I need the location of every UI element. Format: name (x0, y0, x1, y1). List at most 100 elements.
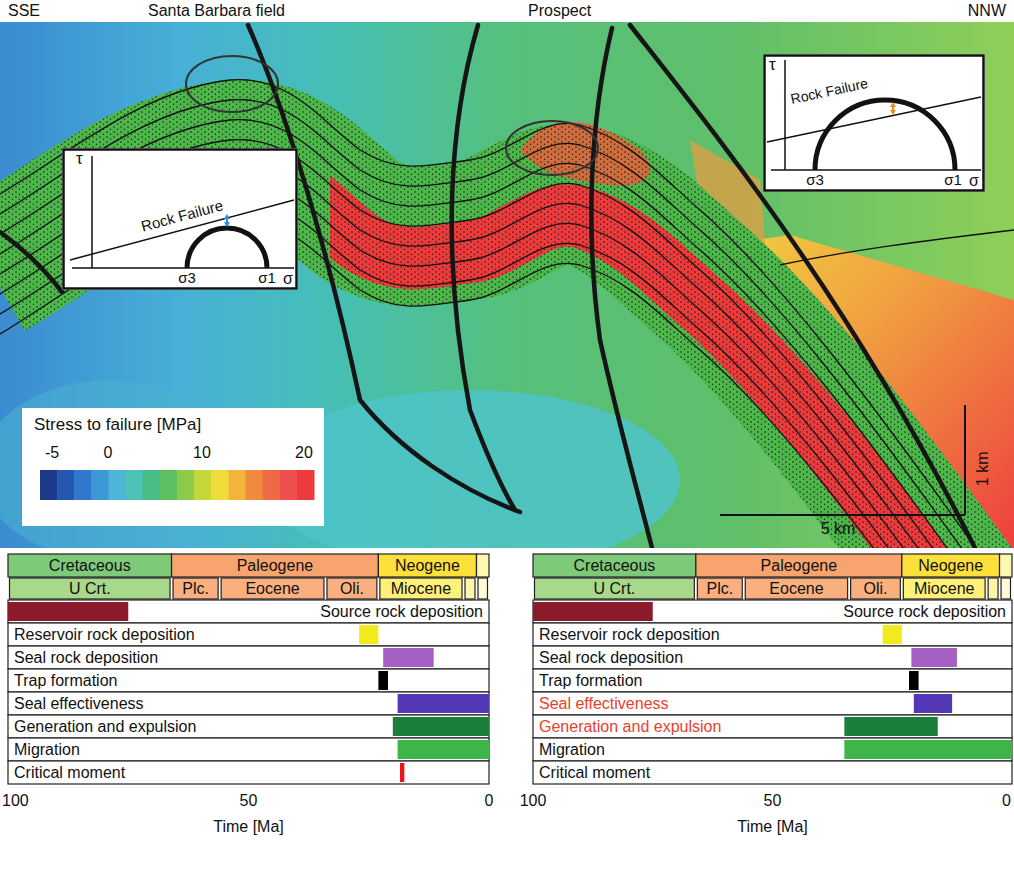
event-bar (911, 648, 957, 667)
event-name: Seal rock deposition (539, 649, 683, 667)
event-row (8, 600, 489, 623)
event-row (8, 715, 489, 738)
axis-label: σ (969, 172, 979, 190)
epoch-name: Eocene (769, 580, 823, 598)
epoch-name: Plc. (706, 580, 733, 598)
epoch-name: Oli. (863, 580, 887, 598)
axis-title: Time [Ma] (213, 818, 284, 836)
event-row (8, 623, 489, 646)
period-cell (172, 554, 379, 577)
scale-bar (720, 405, 965, 515)
period-cell (8, 554, 172, 577)
colorbar-segment (177, 470, 195, 500)
event-name: Reservoir rock deposition (539, 626, 720, 644)
epoch-name: Miocene (914, 580, 974, 598)
event-bar (914, 694, 952, 713)
event-row (8, 738, 489, 761)
colorbar-segment (297, 470, 315, 500)
event-bar (393, 717, 489, 736)
colorbar-segment (91, 470, 109, 500)
period-cell (696, 554, 902, 577)
event-name: Migration (14, 741, 80, 759)
epoch-cell (478, 578, 488, 599)
colorbar-legend: Stress to failure [MPa]-501020 (22, 408, 324, 526)
event-name: Critical moment (539, 764, 650, 782)
event-bar (400, 763, 404, 782)
epoch-name: U Crt. (69, 580, 111, 598)
event-name: Source rock deposition (320, 603, 483, 621)
stress-label: σ1 (258, 270, 276, 287)
event-row (533, 600, 1012, 623)
event-name: Critical moment (14, 764, 125, 782)
colorbar-segment (194, 470, 212, 500)
axis-tick: 0 (485, 792, 494, 810)
event-bar (398, 694, 489, 713)
epoch-cell (10, 578, 171, 599)
colorbar-segment (228, 470, 246, 500)
axis-title: Time [Ma] (737, 818, 808, 836)
epoch-cell (745, 578, 847, 599)
direction-label: SSE (8, 2, 40, 20)
colorbar-segment (211, 470, 229, 500)
mohr-circle-inset: τRock Failureσ3σ1σ (62, 148, 298, 290)
stress-label: σ3 (178, 270, 196, 287)
epoch-name: Miocene (391, 580, 451, 598)
stress-label: σ1 (944, 172, 962, 189)
axis-label: τ (76, 150, 83, 169)
event-name: Seal rock deposition (14, 649, 158, 667)
epoch-cell (173, 578, 218, 599)
epoch-name: Plc. (182, 580, 209, 598)
axis-label: τ (769, 56, 776, 75)
axis-tick: 50 (240, 792, 258, 810)
colorbar-segment (126, 470, 144, 500)
scale-label: 5 km (821, 520, 856, 538)
stress-label: σ3 (806, 172, 824, 189)
event-row (8, 646, 489, 669)
period-cell (378, 554, 476, 577)
event-bar (378, 671, 388, 690)
epoch-cell (903, 578, 985, 599)
event-row (533, 623, 1012, 646)
epoch-cell (327, 578, 377, 599)
axis-tick: 50 (764, 792, 782, 810)
period-name: Cretaceous (49, 557, 131, 575)
colorbar-tick: 0 (104, 444, 113, 462)
axis-tick: 100 (520, 792, 547, 810)
epoch-cell (535, 578, 695, 599)
event-name: Trap formation (539, 672, 642, 690)
period-name: Cretaceous (574, 557, 656, 575)
event-row (533, 669, 1012, 692)
colorbar-tick: -5 (45, 444, 59, 462)
event-bar (844, 740, 1012, 759)
event-name: Trap formation (14, 672, 117, 690)
colorbar-segment (40, 470, 58, 500)
event-name: Generation and expulsion (539, 718, 721, 736)
event-row (533, 692, 1012, 715)
event-row (533, 761, 1012, 784)
period-cell (902, 554, 1000, 577)
period-name: Neogene (918, 557, 983, 575)
epoch-cell (988, 578, 998, 599)
legend-title: Stress to failure [MPa] (34, 416, 201, 435)
event-row (8, 761, 489, 784)
event-row (8, 692, 489, 715)
axis-tick: 0 (1002, 792, 1011, 810)
period-name: Neogene (395, 557, 460, 575)
stress-field (0, 22, 1014, 548)
event-bar (909, 671, 919, 690)
axis-label: σ (283, 270, 293, 288)
event-chart (533, 554, 1012, 784)
colorbar-segment (74, 470, 92, 500)
event-row (8, 669, 489, 692)
colorbar-tick: 20 (295, 444, 313, 462)
colorbar-segment (109, 470, 127, 500)
reservoir-package (0, 150, 970, 548)
epoch-cell (221, 578, 324, 599)
event-name: Generation and expulsion (14, 718, 196, 736)
event-bar (533, 602, 653, 621)
event-row (533, 646, 1012, 669)
colorbar-segment (160, 470, 178, 500)
event-bar (8, 602, 128, 621)
epoch-name: Oli. (340, 580, 364, 598)
event-name: Source rock deposition (843, 603, 1006, 621)
